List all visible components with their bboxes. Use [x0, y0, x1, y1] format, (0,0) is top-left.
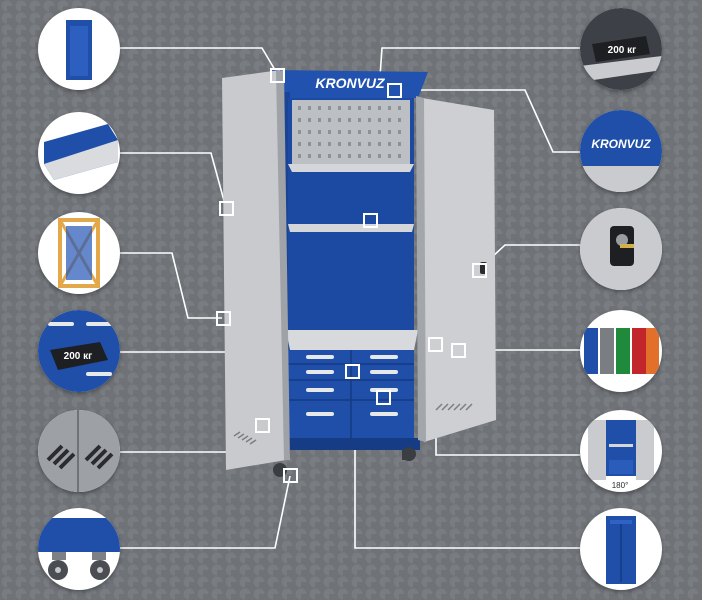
connector-cabinet-frame — [120, 47, 279, 76]
detail-packaging[interactable] — [38, 212, 120, 294]
shelf-load-label: 200 кг — [608, 45, 637, 56]
marker-logo[interactable] — [387, 83, 402, 98]
marker-frame[interactable] — [270, 68, 285, 83]
logo-detail-icon: KRONVUZ — [580, 110, 662, 192]
logo-detail-text: KRONVUZ — [591, 137, 651, 151]
detail-drawer-load[interactable]: 200 кг — [38, 310, 120, 392]
detail-logo[interactable]: KRONVUZ — [580, 110, 662, 192]
right-door-edge — [416, 96, 426, 442]
lock-icon — [580, 208, 662, 290]
door-angle-label: 180° — [612, 481, 629, 490]
cabinet: KRONVUZ — [222, 70, 496, 477]
door-edge-icon — [44, 124, 118, 180]
connector-packaging — [120, 252, 222, 319]
left-door-edge — [276, 70, 290, 460]
shelf-upper — [288, 164, 414, 172]
shelf-middle — [288, 224, 414, 232]
marker-shelf[interactable] — [363, 213, 378, 228]
connector-door-edge — [120, 152, 227, 209]
left-door-vent — [233, 431, 257, 445]
worktop — [286, 330, 418, 350]
open-door-icon: 180° — [588, 420, 654, 490]
marker-lock[interactable] — [472, 263, 487, 278]
right-door-vent — [435, 403, 473, 411]
detail-cabinet-closed[interactable] — [580, 508, 662, 590]
detail-casters[interactable] — [38, 508, 120, 590]
detail-door-open-angle[interactable]: 180° — [580, 410, 662, 492]
right-door — [422, 98, 496, 442]
marker-vent[interactable] — [255, 418, 270, 433]
marker-door-edge[interactable] — [219, 201, 234, 216]
marker-door-open[interactable] — [428, 337, 443, 352]
detail-cabinet-frame[interactable] — [38, 8, 120, 90]
cabinet-logo: KRONVUZ — [315, 75, 385, 91]
marker-drawer-lower[interactable] — [376, 390, 391, 405]
marker-caster[interactable] — [283, 468, 298, 483]
vent-grille-icon — [38, 410, 120, 492]
cabinet-frame-icon — [66, 20, 92, 80]
detail-door-edge[interactable] — [38, 112, 120, 194]
detail-shelf-load[interactable]: 200 кг — [580, 8, 662, 90]
drawer-load-label: 200 кг — [64, 351, 93, 362]
closed-cabinet-icon — [606, 516, 636, 584]
shelf-load-icon: 200 кг — [580, 8, 662, 90]
connector-casters — [120, 475, 291, 549]
drawer-load-icon: 200 кг — [38, 310, 120, 392]
detail-ventilation[interactable] — [38, 410, 120, 492]
callout-markers — [216, 68, 487, 483]
left-door — [222, 70, 286, 470]
crate-icon — [58, 218, 100, 288]
marker-packaging[interactable] — [216, 311, 231, 326]
detail-color-variants[interactable] — [580, 310, 662, 392]
perforation-holes — [298, 106, 401, 158]
connector-logo — [394, 89, 580, 153]
detail-lock[interactable] — [580, 208, 662, 290]
caster-icon — [38, 518, 120, 580]
casters — [273, 447, 416, 477]
marker-drawers[interactable] — [345, 364, 360, 379]
cabinet-base — [282, 438, 420, 450]
marker-colors[interactable] — [451, 343, 466, 358]
color-variants-icon — [584, 328, 659, 374]
